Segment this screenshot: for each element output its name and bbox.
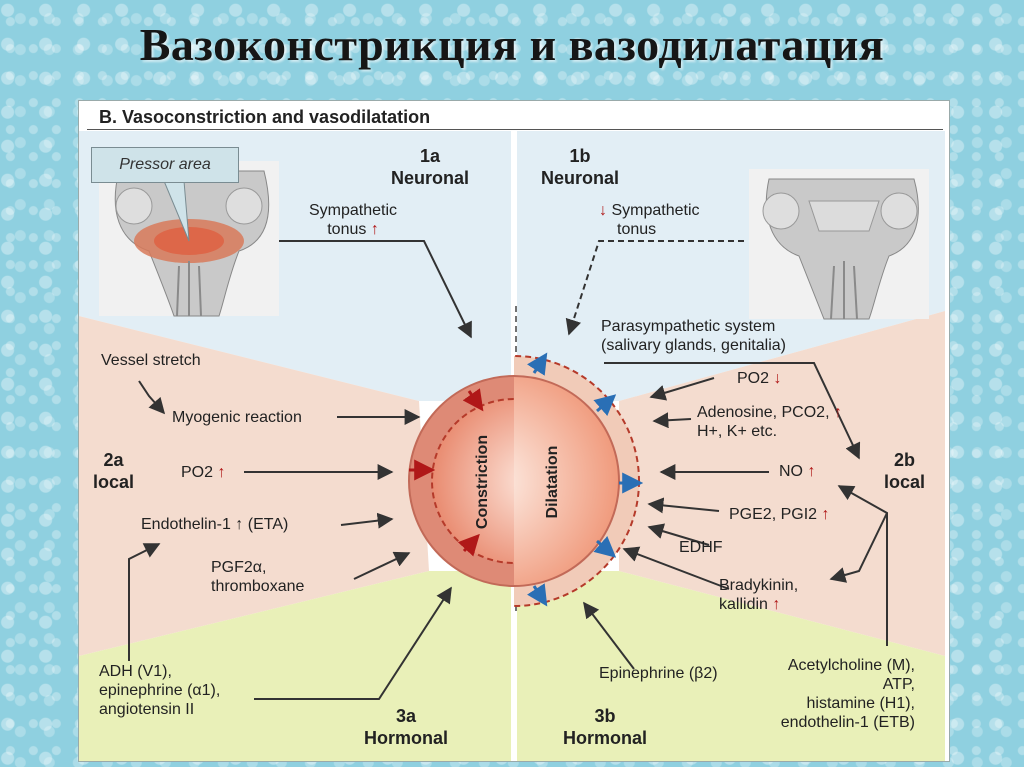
background-regions bbox=[79, 131, 945, 761]
po2-up-left: PO2 ↑ bbox=[181, 464, 226, 481]
sympathetic-tonus-up: Sympathetic tonus ↑ bbox=[309, 202, 398, 238]
sympathetic-tonus-down: ↓ Sympathetic tonus bbox=[599, 202, 700, 238]
header-rule bbox=[87, 129, 943, 130]
arrow-up-icon: ↑ bbox=[807, 463, 816, 480]
arrow-down-icon: ↓ bbox=[773, 370, 782, 387]
region-3b bbox=[517, 571, 945, 761]
figure-header: B. Vasoconstriction and vasodilatation bbox=[99, 107, 431, 127]
vessel-constriction bbox=[408, 375, 514, 587]
arrow-up-icon: ↑ bbox=[217, 464, 226, 481]
region-3a bbox=[79, 571, 511, 761]
endothelin-1-eta: Endothelin-1 ↑ (ETA) bbox=[141, 516, 289, 533]
myogenic-reaction: Myogenic reaction bbox=[172, 409, 302, 426]
pge2-pgi2: PGE2, PGI2 ↑ bbox=[729, 506, 830, 523]
arrow-up-icon: ↑ bbox=[772, 596, 781, 613]
hormones-constriction: ADH (V1), epinephrine (α1), angiotensin … bbox=[99, 663, 221, 718]
region-2b bbox=[619, 311, 945, 656]
parasympathetic-system: Parasympathetic system (salivary glands,… bbox=[601, 318, 786, 354]
arrow-up-icon: ↑ bbox=[833, 404, 842, 421]
hormones-dilatation: Acetylcholine (M), ATP, histamine (H1), … bbox=[780, 657, 915, 731]
no-up: NO ↑ bbox=[779, 463, 816, 480]
constriction-label: Constriction bbox=[474, 434, 491, 530]
arrow-up-icon: ↑ bbox=[821, 506, 830, 523]
region-2a bbox=[79, 316, 429, 656]
arrow-down-icon: ↓ bbox=[599, 202, 607, 219]
vessel-stretch: Vessel stretch bbox=[101, 352, 201, 369]
bradykinin-kallidin: Bradykinin, kallidin ↑ bbox=[719, 577, 799, 613]
adenosine-pco2: Adenosine, PCO2, ↑ H+, K+ etc. bbox=[697, 404, 842, 440]
edhf: EDHF bbox=[679, 539, 723, 556]
epinephrine-beta2: Epinephrine (β2) bbox=[599, 665, 718, 682]
vessel-dilatation bbox=[514, 355, 640, 607]
pressor-area-callout: Pressor area bbox=[91, 147, 239, 183]
pgf2a-thromboxane: PGF2α, thromboxane bbox=[211, 559, 305, 595]
diagram-figure: B. Vasoconstriction and vasodilatation P… bbox=[78, 100, 950, 762]
po2-down-right: PO2 ↓ bbox=[737, 370, 782, 387]
dilatation-label: Dilatation bbox=[544, 445, 561, 519]
slide-title: Вазоконстрикция и вазодилатация bbox=[139, 19, 885, 70]
arrow-up-icon: ↑ bbox=[370, 221, 379, 238]
brainstem-right-image bbox=[749, 169, 929, 320]
